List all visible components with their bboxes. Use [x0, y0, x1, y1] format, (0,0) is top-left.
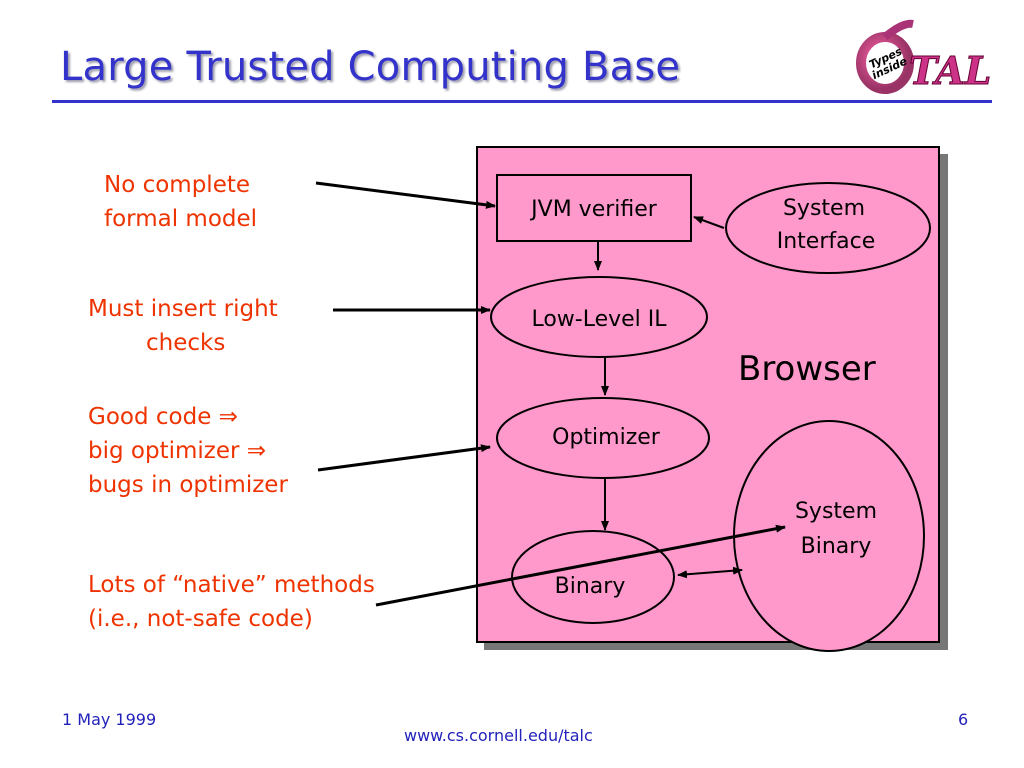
binary-node	[511, 530, 675, 624]
note-optimizer-bugs: Good code ⇒ big optimizer ⇒ bugs in opti…	[88, 400, 288, 502]
note-line: No complete	[104, 172, 251, 198]
jvm-verifier-label: JVM verifier	[529, 197, 658, 222]
note-line: checks	[146, 330, 226, 356]
title-underline	[52, 100, 992, 103]
logo-brand-text: TAL	[909, 48, 991, 93]
optimizer-label: Optimizer	[552, 425, 661, 450]
low-level-il-node	[490, 276, 708, 358]
note-line: big optimizer ⇒	[88, 438, 267, 464]
note-no-formal-model: No complete formal model	[104, 168, 257, 236]
low-level-il-label: Low-Level IL	[531, 307, 667, 332]
note-native-methods: Lots of “native” methods (i.e., not-safe…	[88, 568, 375, 636]
note-line: Lots of “native” methods	[88, 572, 375, 598]
note-line: Must insert right	[88, 296, 278, 322]
note-line: formal model	[104, 206, 258, 232]
slide-title: Large Trusted Computing Base	[60, 44, 681, 90]
system-interface-label-1: System	[783, 196, 865, 221]
browser-label: Browser	[738, 349, 876, 389]
footer-date: 1 May 1999	[62, 710, 157, 729]
footer-url[interactable]: www.cs.cornell.edu/talc	[404, 726, 593, 745]
note-line: bugs in optimizer	[88, 472, 288, 498]
system-binary-label-1: System	[795, 499, 877, 524]
arrow-note-formal-model	[315, 181, 496, 209]
arrow-note-native-methods	[375, 524, 786, 607]
arrow-note-optimizer	[317, 444, 491, 472]
system-interface-label-2: Interface	[777, 229, 876, 254]
optimizer-node	[496, 397, 710, 479]
system-interface-node	[725, 182, 931, 274]
page-number: 6	[958, 710, 969, 729]
note-insert-checks: Must insert right checks	[88, 292, 278, 360]
logo-sigma-tail	[882, 19, 914, 41]
arrow-interface-to-jvm	[693, 216, 725, 229]
jvm-verifier-node	[496, 174, 692, 242]
system-binary-label-2: Binary	[801, 534, 872, 559]
note-line: (i.e., not-safe code)	[88, 606, 313, 632]
binary-label: Binary	[555, 574, 626, 599]
arrow-binary-system-binary	[677, 566, 743, 579]
note-line: Good code ⇒	[88, 404, 238, 430]
tal-logo: Types inside TAL	[856, 19, 992, 94]
